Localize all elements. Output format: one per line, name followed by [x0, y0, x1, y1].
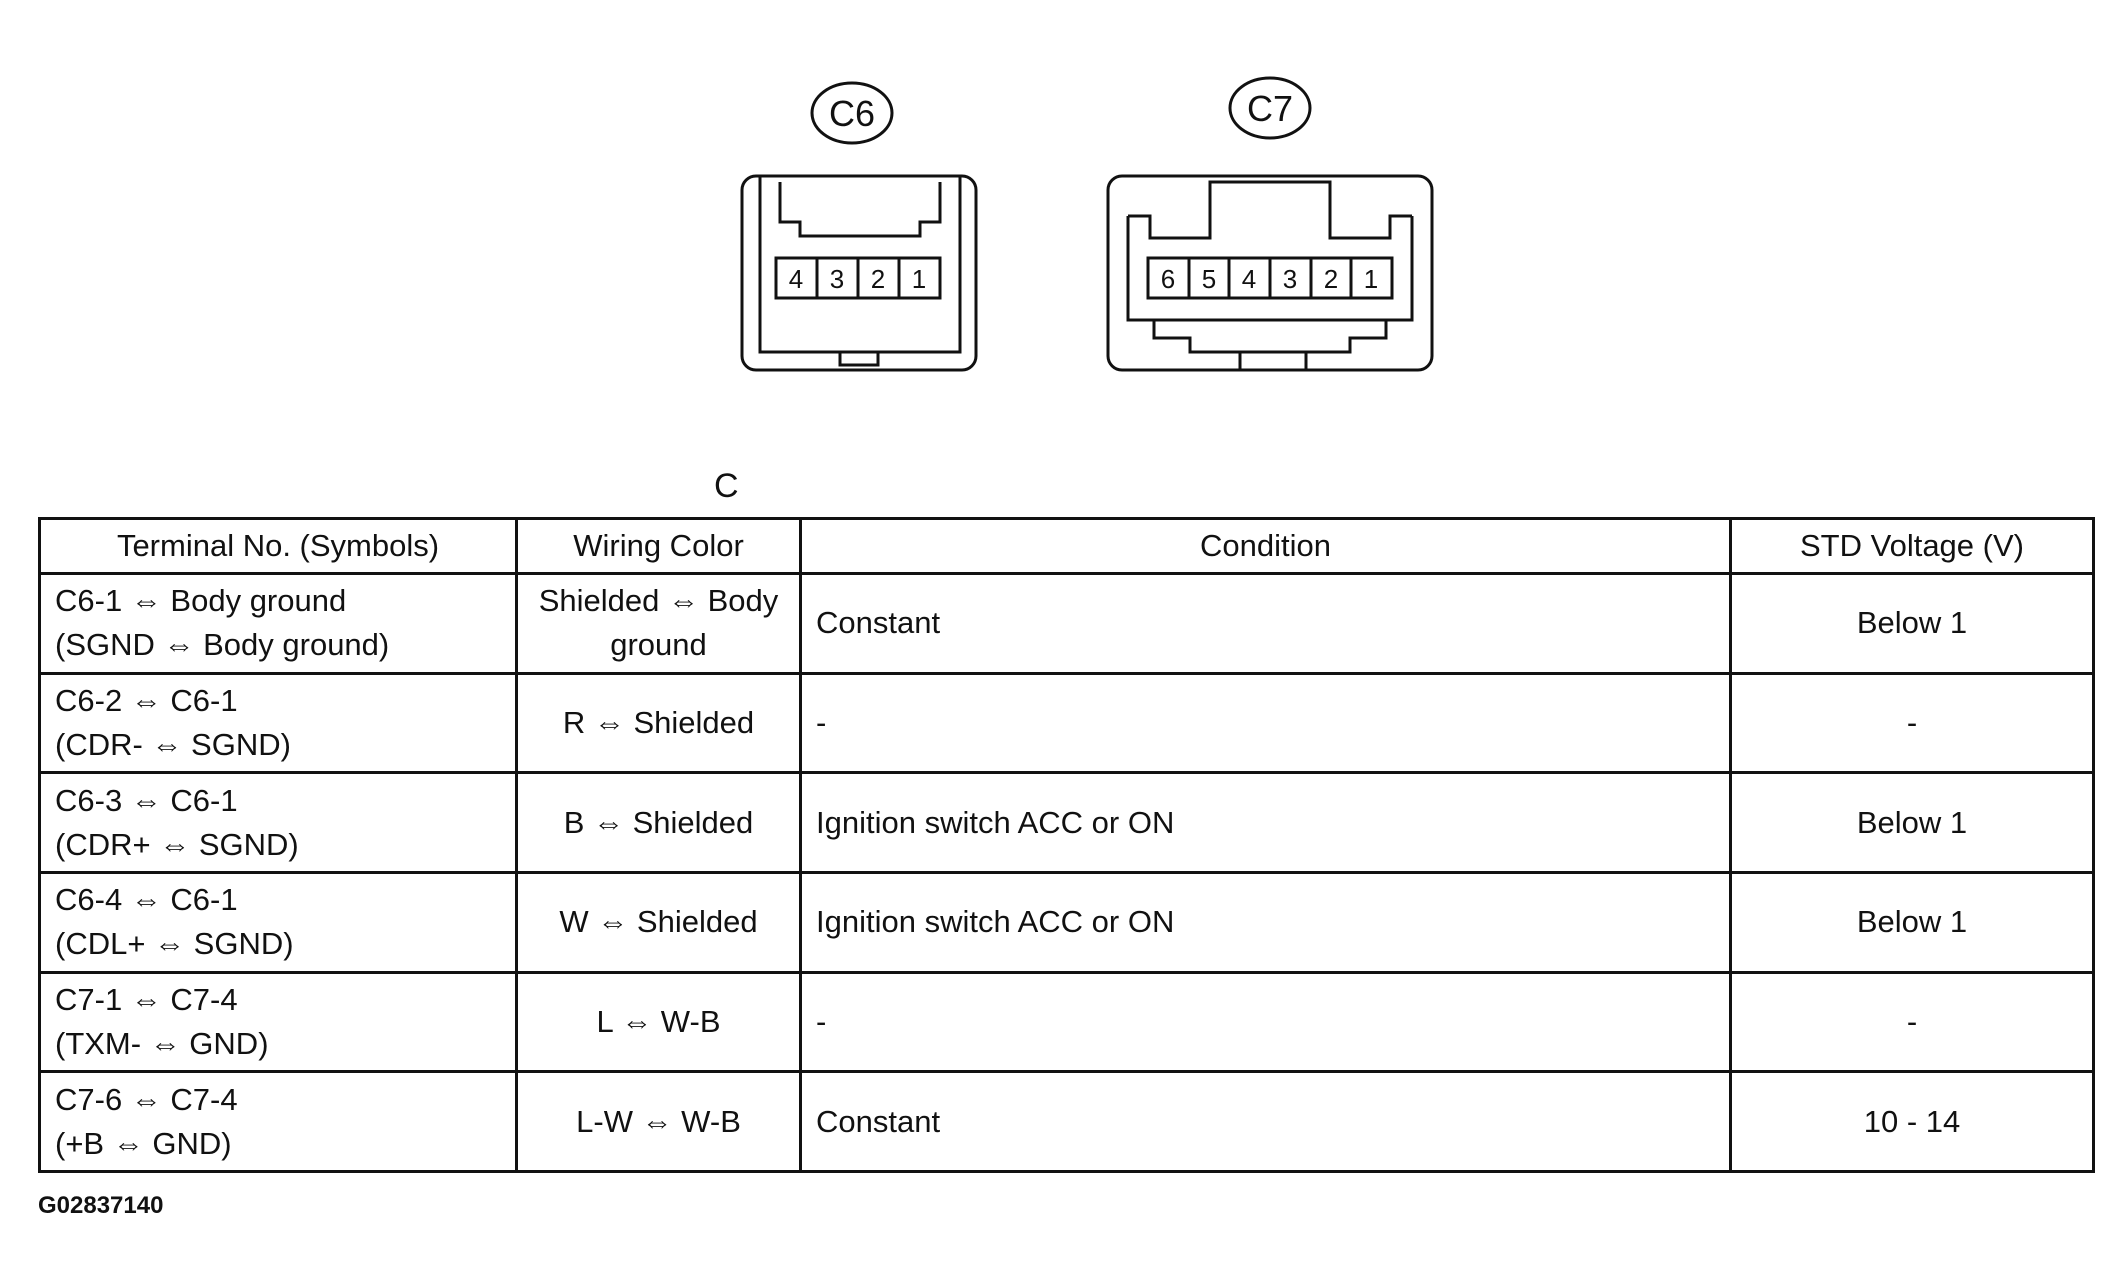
c6-pin: 4 — [789, 264, 803, 294]
table-row: C6-4 ⇔ C6-1 (CDL+ ⇔ SGND) W ⇔ Shielded Ig… — [38, 870, 2095, 974]
terminal-symbols: (+B ⇔ GND) — [55, 1125, 232, 1161]
c7-pin: 5 — [1202, 264, 1216, 294]
c7-label: C7 — [1228, 76, 1312, 140]
table-row: C6-3 ⇔ C6-1 (CDR+ ⇔ SGND) B ⇔ Shielded Ig… — [38, 771, 2095, 874]
terminal-symbols: (SGND ⇔ Body ground) — [55, 627, 390, 663]
terminal-cell: C6-1 ⇔ Body ground (SGND ⇔ Body ground) — [38, 572, 518, 675]
std-voltage-cell: Below 1 — [1729, 870, 2095, 974]
wiring-color-cell: Shielded ⇔ Body ground — [515, 572, 802, 675]
terminal-symbols: (CDR- ⇔ SGND) — [55, 726, 291, 762]
header-terminal: Terminal No. (Symbols) — [38, 517, 518, 575]
c7-pin: 1 — [1364, 264, 1378, 294]
section-label: C — [714, 467, 739, 505]
c7-pin: 3 — [1283, 264, 1297, 294]
c6-pin: 3 — [830, 264, 844, 294]
table-row: C7-1 ⇔ C7-4 (TXM- ⇔ GND) L ⇔ W-B - - — [38, 970, 2095, 1074]
terminal-symbols: (CDL+ ⇔ SGND) — [55, 926, 294, 962]
c6-pin: 2 — [871, 264, 885, 294]
terminal-pair: C6-3 ⇔ C6-1 — [55, 782, 238, 818]
table-row: C7-6 ⇔ C7-4 (+B ⇔ GND) L-W ⇔ W-B Constant… — [38, 1070, 2095, 1173]
terminal-symbols: (CDR+ ⇔ SGND) — [55, 826, 299, 862]
wiring-color-cell: L ⇔ W-B — [515, 970, 802, 1074]
std-voltage-cell: - — [1729, 671, 2095, 775]
std-voltage-cell: 10 - 14 — [1729, 1070, 2095, 1173]
c7-pin: 6 — [1161, 264, 1175, 294]
terminal-cell: C7-6 ⇔ C7-4 (+B ⇔ GND) — [38, 1070, 518, 1173]
c7-pin: 4 — [1242, 264, 1256, 294]
condition-cell: Ignition switch ACC or ON — [799, 771, 1732, 874]
terminal-cell: C6-3 ⇔ C6-1 (CDR+ ⇔ SGND) — [38, 771, 518, 874]
header-wiring-color: Wiring Color — [515, 517, 802, 575]
wiring-color-cell: W ⇔ Shielded — [515, 870, 802, 974]
connector-diagram: C6 4 3 2 1 C7 6 5 4 3 — [740, 76, 1434, 372]
terminal-pair: C7-1 ⇔ C7-4 — [55, 981, 238, 1017]
c7-pin: 2 — [1324, 264, 1338, 294]
c6-connector — [740, 174, 978, 372]
c7-connector — [1106, 174, 1434, 372]
header-std-voltage: STD Voltage (V) — [1729, 517, 2095, 575]
terminal-pair: C6-1 ⇔ Body ground — [55, 583, 347, 619]
terminal-pair: C7-6 ⇔ C7-4 — [55, 1081, 238, 1117]
terminal-pair: C6-2 ⇔ C6-1 — [55, 682, 238, 718]
std-voltage-cell: - — [1729, 970, 2095, 1074]
c6-pin-labels: 4 3 2 1 — [789, 264, 926, 294]
terminal-cell: C6-4 ⇔ C6-1 (CDL+ ⇔ SGND) — [38, 870, 518, 974]
condition-cell: Constant — [799, 1070, 1732, 1173]
wiring-color-cell: L-W ⇔ W-B — [515, 1070, 802, 1173]
wiring-color-cell: R ⇔ Shielded — [515, 671, 802, 775]
condition-cell: - — [799, 970, 1732, 1074]
condition-cell: Constant — [799, 572, 1732, 675]
svg-text:C7: C7 — [1247, 88, 1293, 129]
svg-text:C6: C6 — [829, 93, 875, 134]
condition-cell: - — [799, 671, 1732, 775]
figure-id: G02837140 — [38, 1192, 164, 1219]
std-voltage-cell: Below 1 — [1729, 572, 2095, 675]
table-header-row: Terminal No. (Symbols) Wiring Color Cond… — [38, 517, 2095, 575]
table-row: C6-2 ⇔ C6-1(CDR- ⇔ SGND) R ⇔ Shielded - … — [38, 671, 2095, 775]
c6-label: C6 — [810, 81, 894, 145]
c6-pin: 1 — [912, 264, 926, 294]
terminal-cell: C7-1 ⇔ C7-4 (TXM- ⇔ GND) — [38, 970, 518, 1074]
condition-cell: Ignition switch ACC or ON — [799, 870, 1732, 974]
header-condition: Condition — [799, 517, 1732, 575]
terminal-spec-table: Terminal No. (Symbols) Wiring Color Cond… — [38, 517, 2095, 1173]
c7-pin-labels: 6 5 4 3 2 1 — [1161, 264, 1378, 294]
terminal-cell: C6-2 ⇔ C6-1 (CDR- ⇔ SGND) — [38, 671, 518, 775]
std-voltage-cell: Below 1 — [1729, 771, 2095, 874]
terminal-symbols: (TXM- ⇔ GND) — [55, 1025, 269, 1061]
terminal-pair: C6-4 ⇔ C6-1 — [55, 882, 238, 918]
table-row: C6-1 ⇔ Body ground (SGND ⇔ Body ground) S… — [38, 572, 2095, 675]
wiring-color-cell: B ⇔ Shielded — [515, 771, 802, 874]
